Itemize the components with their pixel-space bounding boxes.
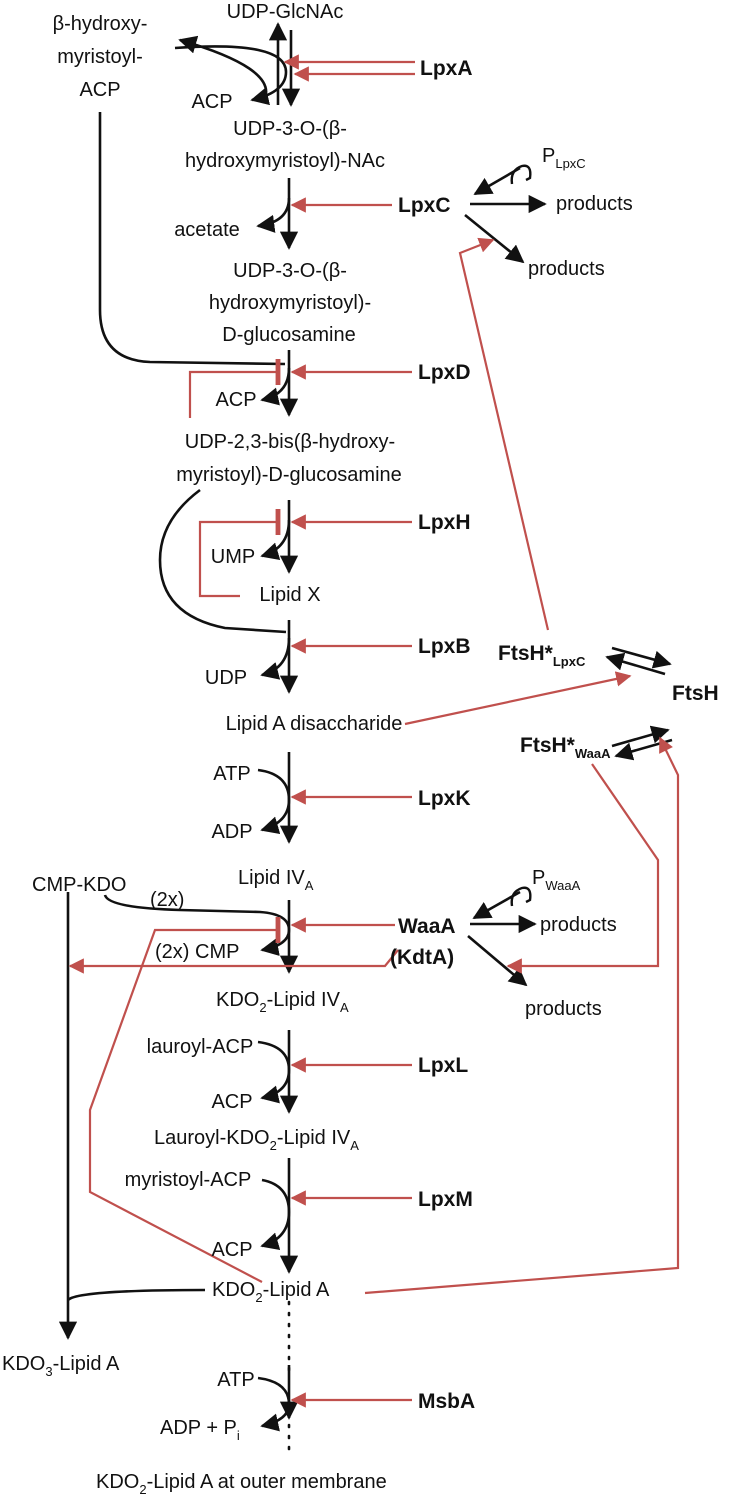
metabolite-adp-pi: ADP + Pi: [160, 1417, 240, 1443]
ftsh-label: FtsH: [672, 682, 719, 705]
kdo2-lipid-a-to-ftsh-waaa: [364, 736, 680, 1295]
label-2x-kdo: (2x): [150, 889, 184, 911]
metabolite-acp-lpxa: ACP: [191, 91, 232, 113]
enzyme-msba: MsbA: [418, 1390, 475, 1413]
main-pathway-arrows: [58, 22, 673, 1457]
products-lpxc-2: products: [528, 258, 605, 280]
metabolite-udp23-line2: myristoyl)-D-glucosamine: [176, 464, 402, 486]
metabolite-udp23-line1: UDP-2,3-bis(β-hydroxy-: [185, 431, 395, 453]
products-waaa-2: products: [525, 998, 602, 1020]
acyl-acp-donor-line: [98, 112, 286, 366]
metabolite-adp-lpxk: ADP: [211, 821, 252, 843]
enzyme-lpxd: LpxD: [418, 361, 471, 384]
metabolite-udp-glcnac: UDP-GlcNAc: [227, 1, 344, 23]
ftsh-lpxc-degrades-lpxc: [458, 237, 550, 631]
enzyme-lpxa: LpxA: [420, 57, 473, 80]
metabolite-atp-msba: ATP: [217, 1369, 254, 1391]
regulation-arrows: [68, 54, 680, 1408]
lpxh-ump-curve: [260, 519, 291, 561]
enzyme-lpxc: LpxC: [398, 194, 451, 217]
metabolite-kdo2-lipid-a-outer-membrane: KDO2-Lipid A at outer membrane: [96, 1471, 387, 1497]
ftsh-lpxc-equilibrium-fwd: [611, 646, 672, 669]
p-lpxc-promoter-icon: [510, 164, 532, 185]
metabolite-hydroxymyristoyl-acp-line3: ACP: [79, 79, 120, 101]
lpxc-acetate-curve: [256, 197, 291, 233]
lpxd-acp-curve: [260, 367, 291, 406]
metabolite-hydroxymyristoyl-acp-line2: myristoyl-: [57, 46, 143, 68]
metabolite-labels: UDP-GlcNAc β-hydroxy- myristoyl- ACP ACP…: [2, 1, 402, 1497]
products-lpxc-1: products: [556, 193, 633, 215]
lpxm-acp-curve: [260, 1178, 291, 1251]
enzyme-waaa: WaaA: [398, 915, 456, 938]
metabolite-cmp-kdo: CMP-KDO: [32, 874, 126, 896]
lipidx-lpxh-inhibition: [198, 508, 281, 598]
metabolite-lipid-x: Lipid X: [259, 584, 320, 606]
metabolite-acp-lpxl: ACP: [211, 1091, 252, 1113]
lpxb-udp-curve: [260, 637, 291, 680]
metabolite-udp3o-nac-line2: hydroxymyristoyl)-NAc: [185, 150, 385, 172]
metabolite-hydroxymyristoyl-acp-line1: β-hydroxy-: [53, 13, 148, 35]
enzyme-lpxk: LpxK: [418, 787, 471, 810]
kdo2-lipid-a-to-kdo3-branch: [67, 1288, 206, 1302]
metabolite-udp3o-glc-line3: D-glucosamine: [222, 324, 355, 346]
metabolite-lipid-a-disaccharide: Lipid A disaccharide: [226, 713, 403, 735]
metabolite-kdo2-lipid-a: KDO2-Lipid A: [212, 1279, 330, 1305]
lipidx-join-curve: [158, 488, 287, 634]
waaa-products-arrow-2: [467, 935, 528, 987]
ftsh-waaa-label: FtsH*WaaA: [520, 734, 611, 761]
metabolite-myristoyl-acp: myristoyl-ACP: [125, 1169, 252, 1191]
promoter-glyphs: [510, 164, 532, 907]
promoter-lpxc-label: PLpxC: [542, 145, 586, 171]
lpxa-acp-reverse-curve: [178, 35, 268, 99]
cmp-kdo-donor-curve: [103, 894, 291, 956]
lpxd-acp-inhibition: [188, 358, 281, 418]
metabolite-udp3o-glc-line1: UDP-3-O-(β-: [233, 260, 347, 282]
metabolite-acetate: acetate: [174, 219, 240, 241]
ftsh-waaa-degrades-waaa: [506, 763, 660, 974]
ftsh-lpxc-label: FtsH*LpxC: [498, 642, 586, 669]
p-waaa-promoter-icon: [510, 886, 532, 907]
metabolite-udp3o-glc-line2: hydroxymyristoyl)-: [209, 292, 371, 314]
msba-atp-curve: [257, 1376, 291, 1432]
metabolite-lauroyl-acp: lauroyl-ACP: [147, 1036, 254, 1058]
enzyme-lpxh: LpxH: [418, 511, 471, 534]
metabolite-atp-lpxk: ATP: [213, 763, 250, 785]
enzyme-kdta: (KdtA): [390, 946, 454, 969]
enzyme-lpxb: LpxB: [418, 635, 471, 658]
enzyme-lpxm: LpxM: [418, 1188, 473, 1211]
enzyme-labels: LpxA LpxC LpxD LpxH LpxB LpxK WaaA (KdtA…: [390, 57, 475, 1413]
lipid-a-disaccharide-to-ftsh-lpxc: [404, 671, 632, 726]
metabolite-lauroyl-kdo2-lipid-iva: Lauroyl-KDO2-Lipid IVA: [154, 1127, 359, 1153]
metabolite-kdo2-lipid-iva: KDO2-Lipid IVA: [216, 989, 349, 1015]
metabolite-acp-lpxm: ACP: [211, 1239, 252, 1261]
ftsh-lpxc-equilibrium-rev: [605, 652, 666, 676]
metabolite-udp3o-nac-line1: UDP-3-O-(β-: [233, 118, 347, 140]
kdo2-lipid-a-waaa-inhibition: [88, 916, 281, 1283]
metabolite-kdo3-lipid-a: KDO3-Lipid A: [2, 1353, 120, 1379]
metabolite-2x-cmp: (2x) CMP: [155, 941, 239, 963]
metabolite-udp: UDP: [205, 667, 247, 689]
lpxk-atp-curve: [257, 768, 291, 835]
metabolite-ump: UMP: [211, 546, 255, 568]
lpxc-products-arrow-2: [464, 213, 525, 264]
regulation-labels: PLpxC products products PWaaA products p…: [498, 145, 719, 1020]
products-waaa-1: products: [540, 914, 617, 936]
promoter-waaa-label: PWaaA: [532, 867, 581, 893]
metabolite-lipid-iva: Lipid IVA: [238, 867, 314, 893]
lpxl-acp-curve: [257, 1040, 291, 1104]
metabolite-acp-lpxd: ACP: [215, 389, 256, 411]
enzyme-lpxl: LpxL: [418, 1054, 468, 1077]
kdta-to-cmp-kdo-arrow: [68, 949, 399, 974]
